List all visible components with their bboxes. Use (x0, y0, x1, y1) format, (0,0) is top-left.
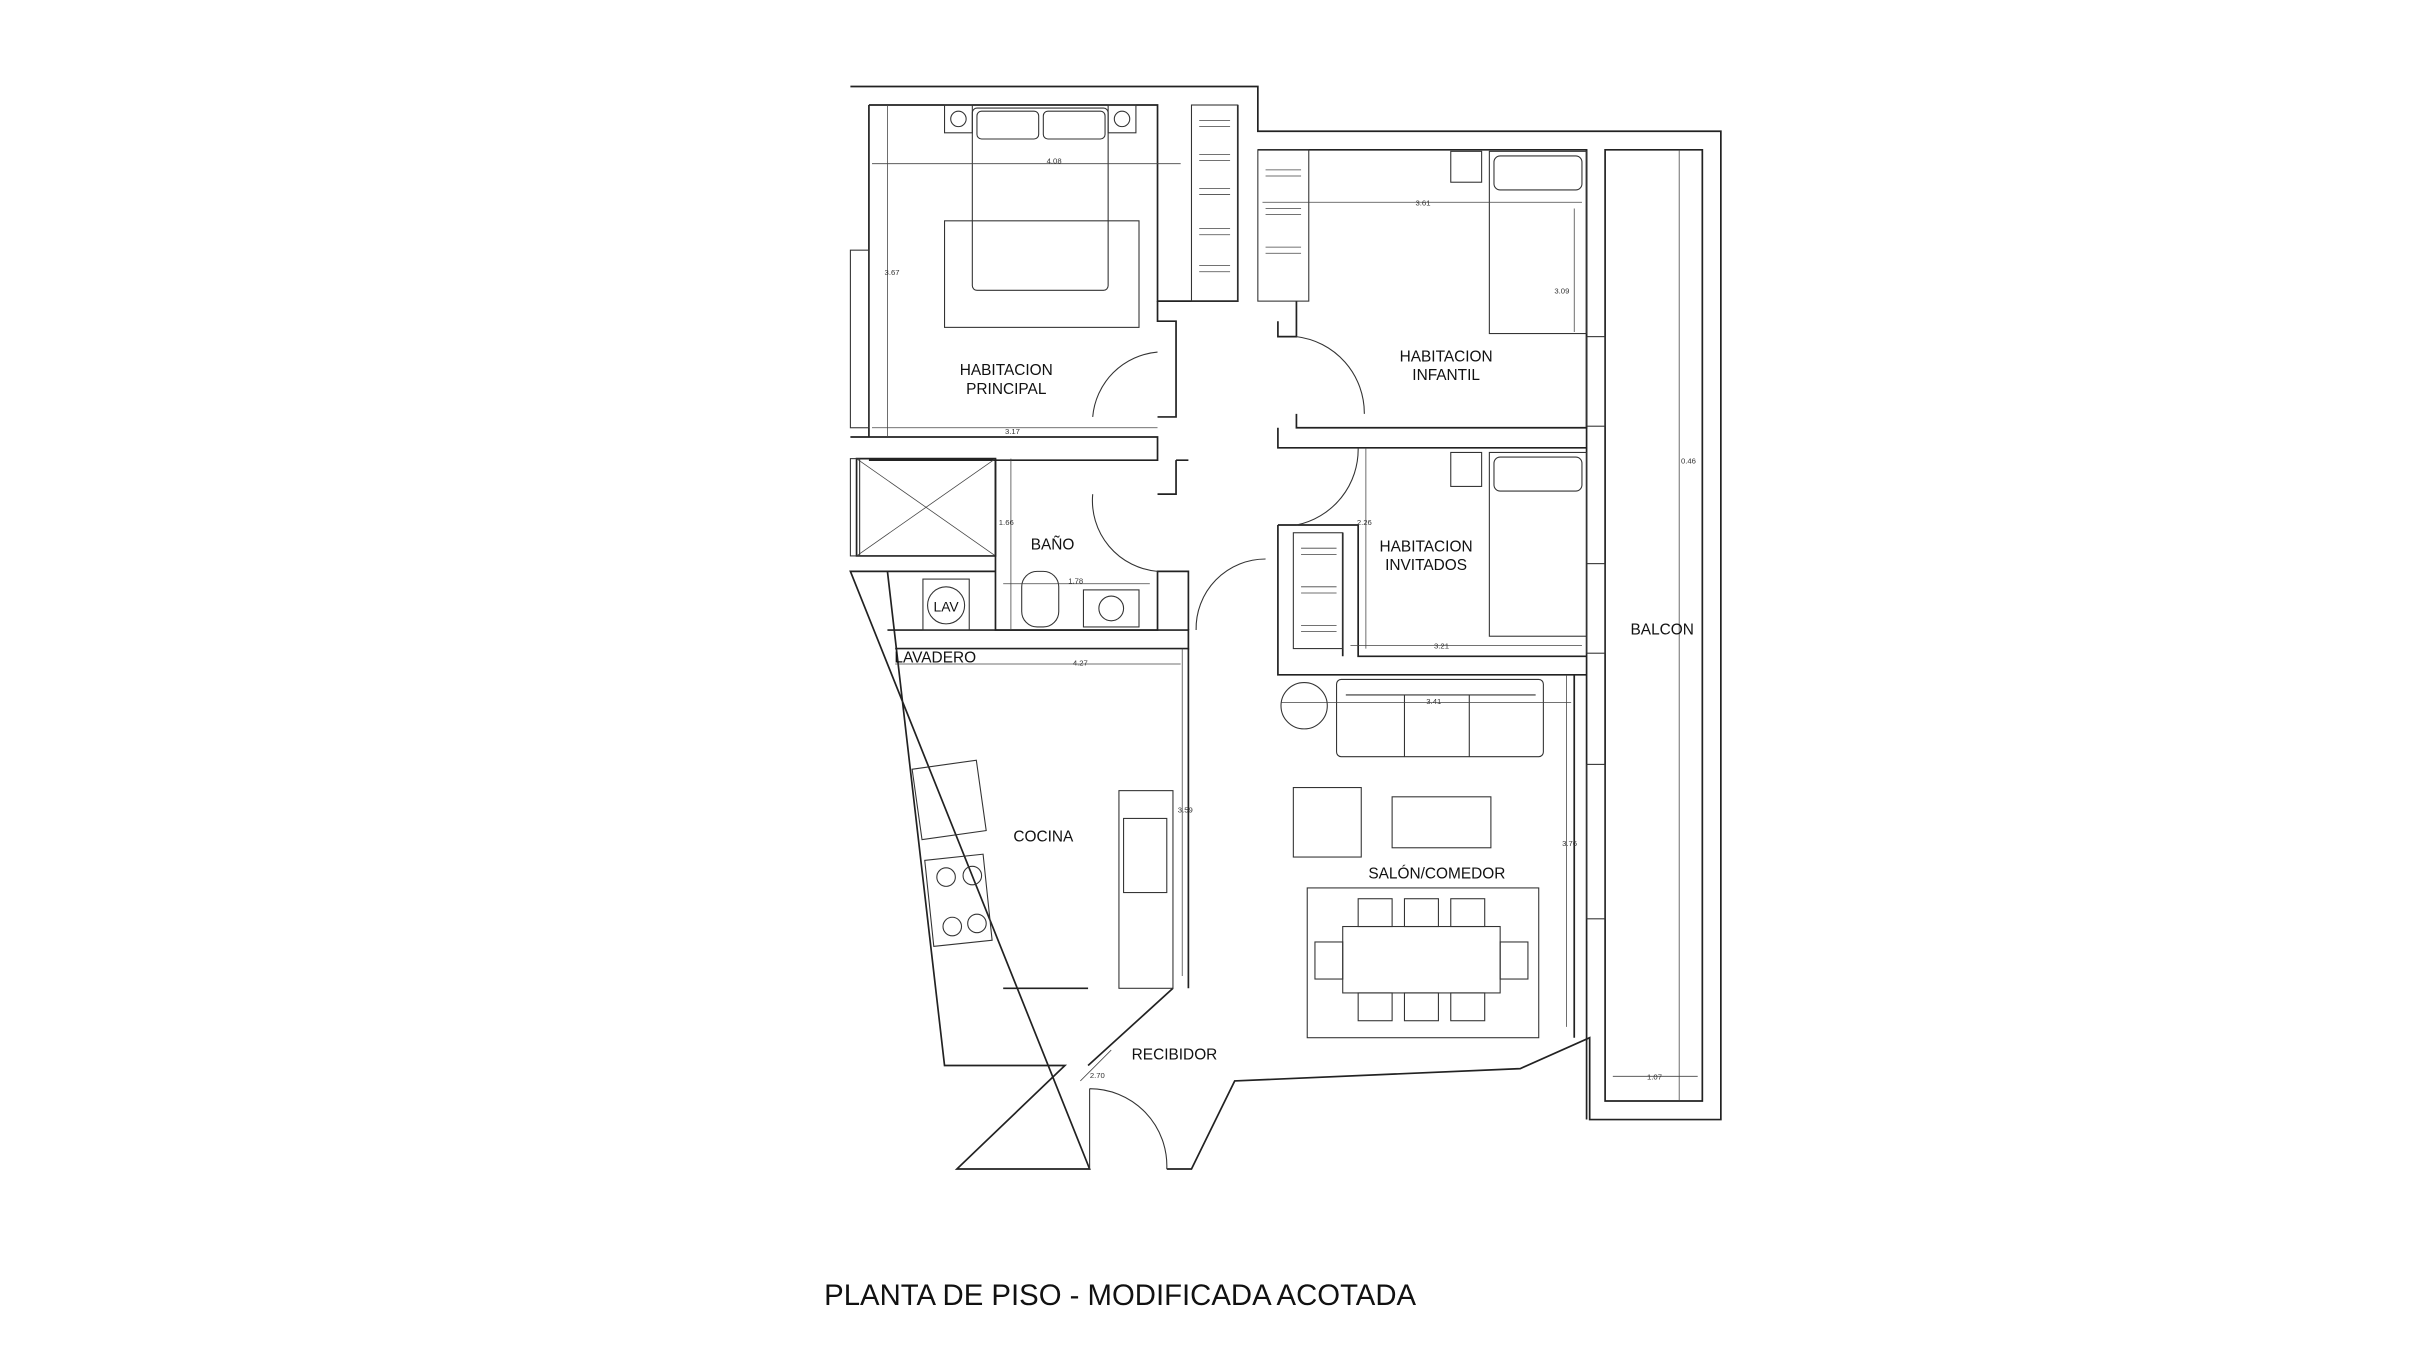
fridge (911, 759, 987, 841)
closets (1190, 104, 1344, 650)
label-recibidor: RECIBIDOR (1132, 1046, 1218, 1063)
dim-salon-height: 3.76 (1562, 839, 1577, 848)
dim-lavadero-width: 4.27 (1073, 659, 1088, 668)
toilet (1021, 570, 1060, 628)
label-habitacion-principal: HABITACION (960, 362, 1053, 379)
dim-salon-width: 3.41 (1426, 697, 1441, 706)
label-bano: BAÑO (1031, 537, 1075, 554)
dim-invitados-width: 3.21 (1434, 642, 1449, 651)
label-invitados: INVITADOS (1385, 557, 1467, 574)
dim-bano-height: 1.66 (999, 518, 1014, 527)
dim-principal-width: 4.08 (1047, 157, 1062, 166)
coffee-table (1391, 796, 1492, 849)
double-bed (971, 107, 1109, 291)
room-labels: HABITACION PRINCIPAL HABITACION INFANTIL… (894, 348, 1693, 1063)
label-balcon: BALCON (1631, 622, 1694, 639)
label-habitacion-infantil: HABITACION (1400, 348, 1493, 365)
dimension-lines: 4.08 3.67 3.17 3.61 3.09 1.66 1.78 2.26 … (872, 105, 1698, 1102)
dim-infantil-height: 3.09 (1554, 286, 1569, 295)
exterior-walls (849, 85, 1722, 1170)
dim-principal-bottom: 3.17 (1005, 427, 1020, 436)
dim-principal-height: 3.67 (885, 268, 900, 277)
armchair (1292, 787, 1362, 858)
dim-infantil-width: 3.61 (1415, 198, 1430, 207)
dim-invitados-height: 2.26 (1357, 518, 1372, 527)
dining-rug (1306, 887, 1540, 1039)
label-lav: LAV (933, 599, 959, 615)
furniture (911, 104, 1588, 1039)
single-bed (1488, 150, 1588, 335)
label-lavadero: LAVADERO (894, 649, 976, 666)
label-salon-comedor: SALÓN/COMEDOR (1368, 866, 1505, 883)
label-infantil: INFANTIL (1412, 367, 1480, 384)
dim-balcon-length: 0.46 (1681, 456, 1696, 465)
plant (1280, 682, 1328, 730)
label-habitacion-invitados: HABITACION (1380, 538, 1473, 555)
bathroom-sink (1082, 589, 1140, 628)
kitchen-sink (1123, 817, 1168, 894)
sofa (1336, 678, 1544, 758)
plan-title: PLANTA DE PISO - MODIFICADA ACOTADA (824, 1279, 1416, 1312)
dining-table (1342, 925, 1501, 994)
dim-cocina-height: 3.59 (1178, 805, 1193, 814)
label-principal: PRINCIPAL (966, 381, 1047, 398)
washing-machine (927, 586, 966, 625)
single-bed (1488, 451, 1588, 637)
dim-balcon-width: 1.07 (1647, 1072, 1662, 1081)
doors (1089, 336, 1365, 1169)
stove (924, 853, 993, 947)
dim-recibidor-width: 2.70 (1090, 1071, 1105, 1080)
dim-bano-width: 1.78 (1068, 577, 1083, 586)
label-cocina: COCINA (1013, 829, 1074, 846)
rug (944, 220, 1140, 328)
